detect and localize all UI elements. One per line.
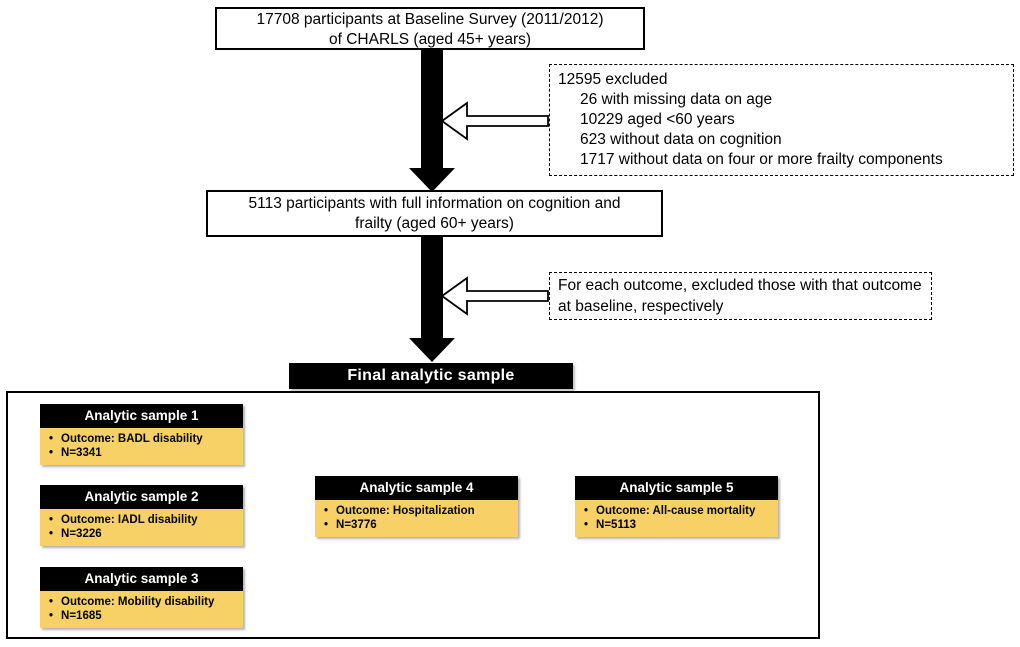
analytic-samples-panel: Analytic sample 1 • Outcome: BADL disabil… — [6, 391, 820, 639]
exclusion-box-1: 12595 excluded 26 with missing data on a… — [549, 64, 1014, 176]
sample-3-n: N=1685 — [61, 610, 102, 622]
baseline-box: 17708 participants at Baseline Survey (2… — [215, 7, 645, 50]
sample-2-outcome: Outcome: IADL disability — [61, 514, 198, 526]
down-arrow-1 — [409, 50, 455, 192]
sample-box-5: Analytic sample 5 • Outcome: All-cause mo… — [575, 476, 778, 537]
exclusion-1-item: 1717 without data on four or more frailt… — [580, 151, 943, 168]
sample-1-n: N=3341 — [61, 447, 102, 459]
left-arrow-2 — [441, 276, 549, 316]
sample-1-title: Analytic sample 1 — [40, 404, 243, 428]
exclusion-1-item: 26 with missing data on age — [580, 91, 773, 108]
down-arrow-2 — [409, 237, 455, 362]
sample-4-outcome: Outcome: Hospitalization — [336, 505, 475, 517]
bullet-icon: • — [49, 610, 54, 622]
sample-5-title: Analytic sample 5 — [575, 476, 778, 500]
down-arrow-1-shaft — [421, 50, 443, 168]
down-arrow-2-head — [409, 338, 455, 362]
exclusion-1-item: 10229 aged <60 years — [580, 111, 735, 128]
sample-box-1: Analytic sample 1 • Outcome: BADL disabil… — [40, 404, 243, 465]
exclusion-1-title: 12595 excluded — [558, 71, 668, 88]
exclusion-1-item: 623 without data on cognition — [580, 131, 782, 148]
bullet-icon: • — [49, 433, 54, 445]
sample-4-n: N=3776 — [336, 519, 377, 531]
sample-3-body: • Outcome: Mobility disability • N=1685 — [40, 591, 243, 628]
bullet-icon: • — [584, 519, 589, 531]
sample-3-outcome: Outcome: Mobility disability — [61, 596, 215, 608]
sample-4-body: • Outcome: Hospitalization • N=3776 — [315, 500, 518, 537]
sample-2-n: N=3226 — [61, 528, 102, 540]
eligible-box: 5113 participants with full information … — [206, 190, 663, 237]
sample-5-outcome: Outcome: All-cause mortality — [596, 505, 756, 517]
sample-box-3: Analytic sample 3 • Outcome: Mobility dis… — [40, 567, 243, 628]
bullet-icon: • — [49, 596, 54, 608]
sample-box-4: Analytic sample 4 • Outcome: Hospitalizat… — [315, 476, 518, 537]
bullet-icon: • — [324, 519, 329, 531]
sample-2-body: • Outcome: IADL disability • N=3226 — [40, 509, 243, 546]
exclusion-box-2: For each outcome, excluded those with th… — [549, 272, 932, 320]
final-sample-bar: Final analytic sample — [289, 363, 573, 389]
bullet-icon: • — [324, 505, 329, 517]
left-arrow-1 — [441, 101, 549, 141]
sample-1-body: • Outcome: BADL disability • N=3341 — [40, 428, 243, 465]
baseline-box-line2: of CHARLS (aged 45+ years) — [328, 31, 532, 48]
bullet-icon: • — [49, 528, 54, 540]
eligible-box-line2: frailty (aged 60+ years) — [355, 215, 514, 232]
sample-box-2: Analytic sample 2 • Outcome: IADL disabil… — [40, 485, 243, 546]
down-arrow-1-head — [409, 168, 455, 192]
bullet-icon: • — [49, 447, 54, 459]
bullet-icon: • — [49, 514, 54, 526]
sample-5-body: • Outcome: All-cause mortality • N=5113 — [575, 500, 778, 537]
exclusion-2-text: For each outcome, excluded those with th… — [558, 277, 922, 315]
sample-5-n: N=5113 — [596, 519, 637, 531]
down-arrow-2-shaft — [421, 237, 443, 338]
sample-4-title: Analytic sample 4 — [315, 476, 518, 500]
baseline-box-line1: 17708 participants at Baseline Survey (2… — [256, 11, 604, 28]
sample-3-title: Analytic sample 3 — [40, 567, 243, 591]
bullet-icon: • — [584, 505, 589, 517]
eligible-box-line1: 5113 participants with full information … — [248, 195, 621, 212]
sample-2-title: Analytic sample 2 — [40, 485, 243, 509]
sample-1-outcome: Outcome: BADL disability — [61, 433, 203, 445]
